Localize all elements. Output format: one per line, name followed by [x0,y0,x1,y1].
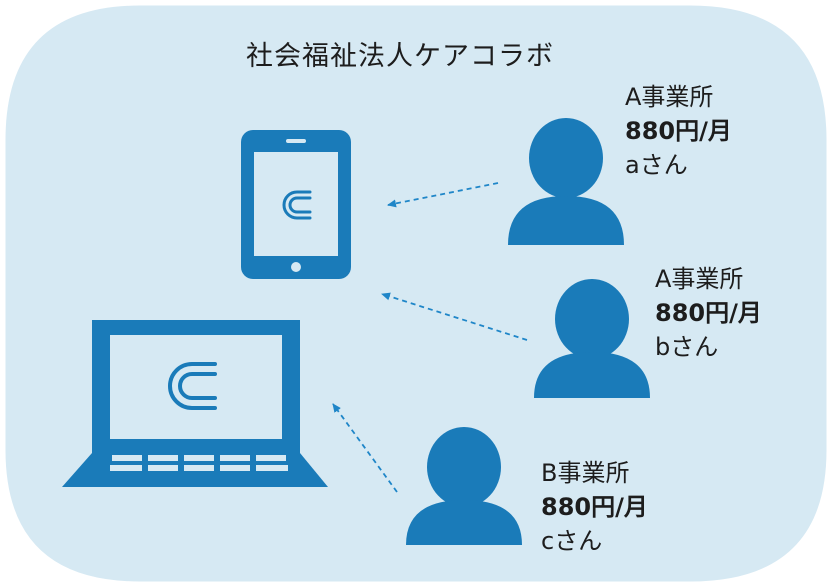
price-label: 880円/月 [541,493,648,521]
office-name: B事業所 [541,459,630,487]
access-arrows [332,182,528,493]
person-icon [406,427,522,545]
tablet-icon [241,130,351,279]
person-icon [508,118,624,245]
organization-title: 社会福祉法人ケアコラボ [246,41,554,72]
laptop-keyboard [110,455,288,471]
tablet-app-logo-icon [282,190,312,220]
person-icon [534,279,650,398]
price-label: 880円/月 [625,117,732,145]
laptop-icon [62,320,328,487]
arrow-b-to-tablet [381,292,528,341]
user-card-b: A事業所 880円/月 bさん [655,262,762,364]
office-name: A事業所 [625,83,714,111]
user-card-a: A事業所 880円/月 aさん [625,80,732,182]
arrow-a-to-tablet [387,182,499,208]
person-name: aさん [625,151,688,179]
arrow-c-to-laptop [332,403,398,493]
user-card-c: B事業所 880円/月 cさん [541,456,648,558]
person-name: cさん [541,527,603,555]
office-name: A事業所 [655,265,744,293]
person-name: bさん [655,333,719,361]
laptop-app-logo-icon [168,362,217,410]
price-label: 880円/月 [655,299,762,327]
